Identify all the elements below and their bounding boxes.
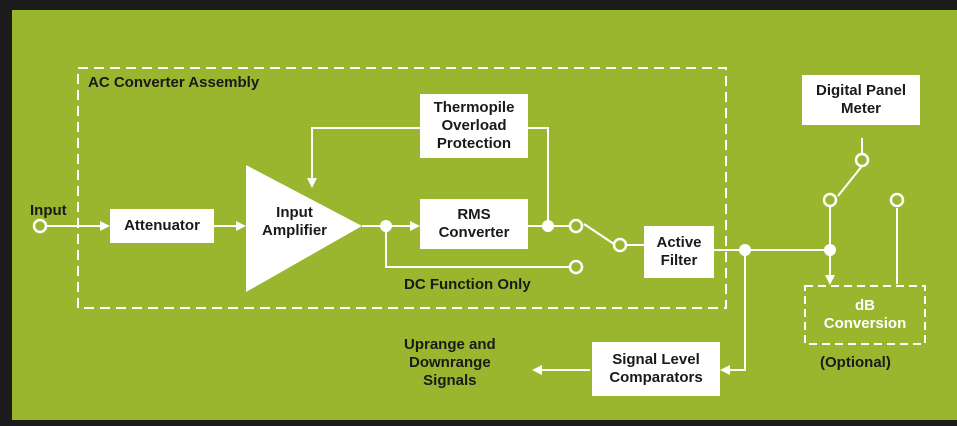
input-label: Input <box>30 202 67 219</box>
wire-dc-function <box>385 226 570 268</box>
meter-switch-terminal-a <box>822 192 838 208</box>
switch-terminal-dc <box>568 259 584 275</box>
junction-filter-out <box>739 244 751 256</box>
wire-thermopile-return <box>307 127 420 188</box>
switch-blade <box>583 223 615 245</box>
input-amplifier-triangle <box>246 165 362 292</box>
db-conversion-box <box>804 285 926 345</box>
wire-thermopile-feedback <box>528 127 549 226</box>
input-terminal <box>32 218 48 234</box>
dc-function-label: DC Function Only <box>404 276 531 293</box>
switch-terminal-ac <box>568 218 584 234</box>
switch-pivot <box>612 237 628 253</box>
signal-level-comparators-block: Signal Level Comparators <box>592 342 720 396</box>
uprange-downrange-label: Uprange and Downrange Signals <box>404 336 496 389</box>
wire-to-comparators <box>720 250 746 375</box>
assembly-label: AC Converter Assembly <box>88 74 260 91</box>
meter-switch-terminal-b <box>889 192 905 208</box>
optional-label: (Optional) <box>820 354 891 371</box>
meter-switch-blade <box>837 165 863 197</box>
input-amplifier-label: Input Amplifier <box>262 204 328 239</box>
digital-panel-meter-block: Digital Panel Meter <box>802 75 920 125</box>
rms-converter-block: RMS Converter <box>420 199 528 249</box>
meter-switch-pivot <box>854 152 870 168</box>
thermopile-block: Thermopile Overload Protection <box>420 94 528 158</box>
junction-rms-out <box>542 220 554 232</box>
attenuator-block: Attenuator <box>110 209 214 243</box>
junction-db <box>824 244 836 256</box>
assembly-outline <box>77 67 727 309</box>
db-conversion-label: dB Conversion <box>823 297 907 332</box>
junction-amp-out <box>380 220 392 232</box>
active-filter-block: Active Filter <box>644 226 714 278</box>
